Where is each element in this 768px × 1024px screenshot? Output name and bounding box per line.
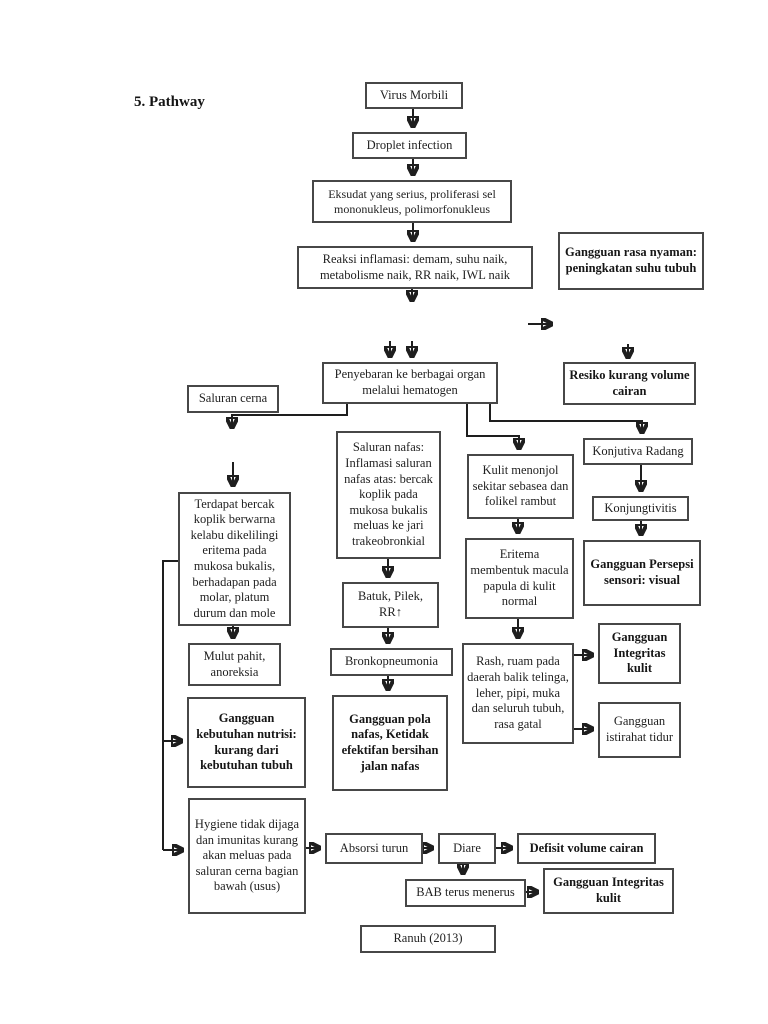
node-absorsi-turun: Absorsi turun xyxy=(325,833,423,864)
node-resiko-kurang-volume: Resiko kurang volume cairan xyxy=(563,362,696,405)
node-gangguan-kebutuhan-nutrisi: Gangguan kebutuhan nutrisi: kurang dari … xyxy=(187,697,306,788)
node-kulit-menonjol: Kulit menonjol sekitar sebasea dan folik… xyxy=(467,454,574,519)
node-gangguan-integritas-kulit-1: Gangguan Integritas kulit xyxy=(598,623,681,684)
node-konjungtivitis: Konjungtivitis xyxy=(592,496,689,521)
citation-box: Ranuh (2013) xyxy=(360,925,496,953)
node-saluran-nafas: Saluran nafas: Inflamasi saluran nafas a… xyxy=(336,431,441,559)
page-title: 5. Pathway xyxy=(134,94,205,110)
node-konjutiva-radang: Konjutiva Radang xyxy=(583,438,693,465)
connector-left-spine xyxy=(162,560,178,850)
node-reaksi-inflamasi: Reaksi inflamasi: demam, suhu naik, meta… xyxy=(297,246,533,289)
node-saluran-cerna: Saluran cerna xyxy=(187,385,279,413)
connector-penyebaran-to-konjutiva xyxy=(489,404,642,434)
node-virus-morbili: Virus Morbili xyxy=(365,82,463,109)
node-terdapat-bercak-koplik: Terdapat bercak koplik berwarna kelabu d… xyxy=(178,492,291,626)
node-rash-ruam: Rash, ruam pada daerah balik telinga, le… xyxy=(462,643,574,744)
node-eksudat: Eksudat yang serius, proliferasi sel mon… xyxy=(312,180,512,223)
node-batuk-pilek-rr: Batuk, Pilek, RR↑ xyxy=(342,582,439,628)
node-gangguan-istirahat-tidur: Gangguan istirahat tidur xyxy=(598,702,681,758)
node-gangguan-integritas-kulit-2: Gangguan Integritas kulit xyxy=(543,868,674,914)
node-mulut-pahit: Mulut pahit, anoreksia xyxy=(188,643,281,686)
node-eritema-macula-papula: Eritema membentuk macula papula di kulit… xyxy=(465,538,574,619)
node-diare: Diare xyxy=(438,833,496,864)
node-defisit-volume-cairan: Defisit volume cairan xyxy=(517,833,656,864)
connector-penyebaran-to-kulit-menonjol xyxy=(466,404,519,450)
node-gangguan-rasa-nyaman: Gangguan rasa nyaman: peningkatan suhu t… xyxy=(558,232,704,290)
node-penyebaran-hematogen: Penyebaran ke berbagai organ melalui hem… xyxy=(322,362,498,404)
node-bronkopneumonia: Bronkopneumonia xyxy=(330,648,453,676)
node-bab-terus-menerus: BAB terus menerus xyxy=(405,879,526,907)
node-gangguan-pola-nafas: Gangguan pola nafas, Ketidak efektifan b… xyxy=(332,695,448,791)
node-droplet-infection: Droplet infection xyxy=(352,132,467,159)
node-gangguan-persepsi-sensori: Gangguan Persepsi sensori: visual xyxy=(583,540,701,606)
node-hygiene-tidak-dijaga: Hygiene tidak dijaga dan imunitas kurang… xyxy=(188,798,306,914)
